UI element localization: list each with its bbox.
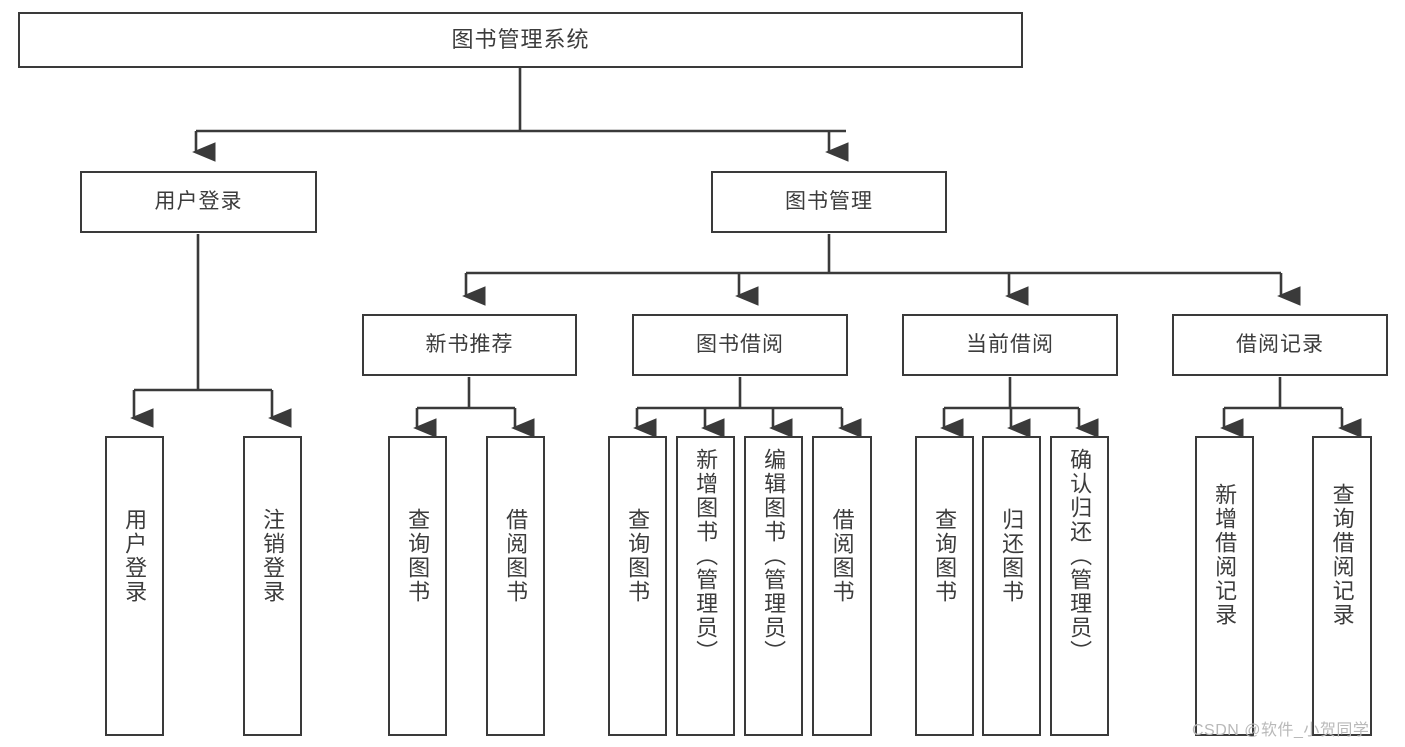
- leaf-current-query-book-label: 查询图书: [932, 508, 958, 604]
- node-current-borrow[interactable]: 当前借阅: [902, 314, 1118, 376]
- node-book-management[interactable]: 图书管理: [711, 171, 947, 233]
- node-book-borrow-label: 图书借阅: [696, 332, 784, 356]
- node-root[interactable]: 图书管理系统: [18, 12, 1023, 68]
- leaf-user-login-label: 用户登录: [122, 508, 148, 604]
- node-root-label: 图书管理系统: [451, 27, 590, 53]
- node-new-book-recommend[interactable]: 新书推荐: [362, 314, 577, 376]
- node-new-book-recommend-label: 新书推荐: [425, 332, 514, 356]
- node-user-login-label: 用户登录: [154, 189, 243, 213]
- leaf-current-confirm-return-admin-label: 确认归还（管理员）: [1067, 448, 1093, 664]
- node-borrow-records[interactable]: 借阅记录: [1172, 314, 1388, 376]
- leaf-newbook-borrow-book-label: 借阅图书: [503, 508, 529, 604]
- leaf-current-return-book[interactable]: 归还图书: [982, 436, 1041, 736]
- leaf-records-query-record[interactable]: 查询借阅记录: [1312, 436, 1372, 736]
- node-user-login[interactable]: 用户登录: [80, 171, 317, 233]
- leaf-current-return-book-label: 归还图书: [999, 508, 1025, 604]
- leaf-records-query-record-label: 查询借阅记录: [1329, 483, 1355, 627]
- leaf-logout-label: 注销登录: [260, 508, 286, 604]
- node-book-management-label: 图书管理: [785, 189, 873, 213]
- leaf-borrow-add-book-admin-label: 新增图书（管理员）: [693, 448, 719, 664]
- csdn-watermark: CSDN @软件_小贺同学: [1192, 722, 1370, 739]
- leaf-user-login[interactable]: 用户登录: [105, 436, 164, 736]
- leaf-borrow-query-book-label: 查询图书: [625, 508, 651, 604]
- node-borrow-records-label: 借阅记录: [1236, 332, 1324, 356]
- leaf-records-add-record-label: 新增借阅记录: [1212, 483, 1238, 627]
- leaf-borrow-borrow-book-label: 借阅图书: [829, 508, 855, 604]
- leaf-newbook-query-book-label: 查询图书: [405, 508, 431, 604]
- leaf-borrow-borrow-book[interactable]: 借阅图书: [812, 436, 872, 736]
- leaf-newbook-borrow-book[interactable]: 借阅图书: [486, 436, 545, 736]
- leaf-logout[interactable]: 注销登录: [243, 436, 302, 736]
- leaf-current-query-book[interactable]: 查询图书: [915, 436, 974, 736]
- leaf-borrow-query-book[interactable]: 查询图书: [608, 436, 667, 736]
- leaf-borrow-add-book-admin[interactable]: 新增图书（管理员）: [676, 436, 735, 736]
- leaf-newbook-query-book[interactable]: 查询图书: [388, 436, 447, 736]
- leaf-current-confirm-return-admin[interactable]: 确认归还（管理员）: [1050, 436, 1109, 736]
- node-book-borrow[interactable]: 图书借阅: [632, 314, 848, 376]
- leaf-records-add-record[interactable]: 新增借阅记录: [1195, 436, 1254, 736]
- leaf-borrow-edit-book-admin-label: 编辑图书（管理员）: [761, 448, 787, 664]
- leaf-borrow-edit-book-admin[interactable]: 编辑图书（管理员）: [744, 436, 803, 736]
- node-current-borrow-label: 当前借阅: [966, 332, 1054, 356]
